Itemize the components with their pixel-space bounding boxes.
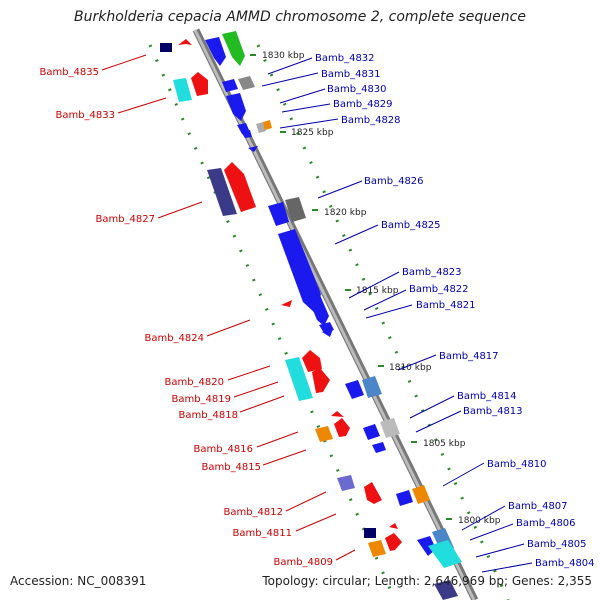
gene-label[interactable]: Bamb_4827 xyxy=(95,214,155,225)
gene-4828b[interactable] xyxy=(248,146,258,152)
gene-label[interactable]: Bamb_4822 xyxy=(409,284,469,295)
gene-4809-orange[interactable] xyxy=(368,540,386,557)
gene-4805[interactable] xyxy=(434,580,458,600)
forward-genes xyxy=(160,39,402,557)
gene-4826-gray[interactable] xyxy=(285,197,306,222)
gene-label[interactable]: Bamb_4813 xyxy=(463,406,523,417)
gene-label[interactable]: Bamb_4816 xyxy=(193,444,253,455)
gene-4832-green[interactable] xyxy=(222,31,245,66)
reverse-genes xyxy=(205,31,462,600)
scale-ticks: 1830 kbp 1825 kbp 1820 kbp 1815 kbp 1810… xyxy=(250,51,501,526)
gene-label[interactable]: Bamb_4804 xyxy=(535,558,595,569)
gene-4817-steel[interactable] xyxy=(362,376,382,398)
gene-4817-blue[interactable] xyxy=(345,380,364,399)
gene-4819[interactable] xyxy=(312,368,330,393)
gene-4825[interactable] xyxy=(278,229,321,314)
gene-4828-orange[interactable] xyxy=(263,120,272,130)
gene-4813[interactable] xyxy=(372,442,386,453)
gene-4810-orange[interactable] xyxy=(412,485,430,504)
gene-label[interactable]: Bamb_4809 xyxy=(273,557,333,568)
left-callouts xyxy=(101,54,356,561)
outer-tracks xyxy=(148,44,510,600)
gene-label[interactable]: Bamb_4828 xyxy=(341,115,401,126)
tick-label: 1830 kbp xyxy=(262,51,305,61)
gene-4823[interactable] xyxy=(308,295,329,326)
topology-text: Topology: circular; Length: 2,646,969 bp… xyxy=(262,574,592,588)
gene-label[interactable]: Bamb_4817 xyxy=(439,351,499,362)
gene-4816-orange[interactable] xyxy=(315,426,333,442)
gene-4835[interactable] xyxy=(160,43,172,52)
gene-label[interactable]: Bamb_4812 xyxy=(223,507,283,518)
tick-label: 1825 kbp xyxy=(291,128,334,138)
gene-label[interactable]: Bamb_4826 xyxy=(364,176,424,187)
gene-label[interactable]: Bamb_4832 xyxy=(315,53,375,64)
gene-4826-blue[interactable] xyxy=(268,202,289,226)
gene-label[interactable]: Bamb_4811 xyxy=(232,528,292,539)
gene-4833-cyan[interactable] xyxy=(173,78,192,102)
gene-label[interactable]: Bamb_4825 xyxy=(381,220,441,231)
gene-4828-gray[interactable] xyxy=(256,122,266,133)
gene-4815[interactable] xyxy=(331,411,344,417)
gene-4831-blue[interactable] xyxy=(222,79,238,92)
gene-4831-gray[interactable] xyxy=(238,76,255,90)
gene-label[interactable]: Bamb_4831 xyxy=(321,69,381,80)
gene-label[interactable]: Bamb_4805 xyxy=(527,539,587,550)
gene-label[interactable]: Bamb_4818 xyxy=(178,410,238,421)
gene-label[interactable]: Bamb_4821 xyxy=(416,300,476,311)
gene-4824[interactable] xyxy=(281,300,292,307)
right-gene-labels: Bamb_4832 Bamb_4831 Bamb_4830 Bamb_4829 … xyxy=(315,53,595,569)
gene-label[interactable]: Bamb_4823 xyxy=(402,267,462,278)
gene-label[interactable]: Bamb_4806 xyxy=(516,518,576,529)
gene-4820-red[interactable] xyxy=(302,350,322,372)
gene-4807-blue[interactable] xyxy=(417,536,436,556)
gene-4808[interactable] xyxy=(389,523,398,529)
gene-label[interactable]: Bamb_4820 xyxy=(164,377,224,388)
gene-label[interactable]: Bamb_4824 xyxy=(144,333,204,344)
accession-text: Accession: NC_008391 xyxy=(10,574,147,588)
gene-4816-red[interactable] xyxy=(334,418,350,437)
gene-label[interactable]: Bamb_4807 xyxy=(508,501,568,512)
map-title: Burkholderia cepacia AMMD chromosome 2, … xyxy=(74,9,526,25)
gene-label[interactable]: Bamb_4815 xyxy=(201,462,261,473)
gene-label[interactable]: Bamb_4835 xyxy=(39,67,99,78)
gene-label[interactable]: Bamb_4814 xyxy=(457,391,517,402)
gene-4827-slate[interactable] xyxy=(207,168,237,216)
right-outer-track xyxy=(256,44,510,600)
gene-label[interactable]: Bamb_4810 xyxy=(487,459,547,470)
left-gene-labels: Bamb_4835 Bamb_4833 Bamb_4827 Bamb_4824 … xyxy=(39,67,333,568)
gene-4814-gray[interactable] xyxy=(380,418,400,438)
gene-4830[interactable] xyxy=(226,93,246,121)
gene-4809-navy[interactable] xyxy=(364,528,376,538)
right-callouts xyxy=(261,57,533,573)
gene-4812[interactable] xyxy=(337,475,355,491)
tick-label: 1815 kbp xyxy=(356,286,399,296)
gene-4832-blue[interactable] xyxy=(205,37,226,66)
tick-label: 1805 kbp xyxy=(423,439,466,449)
gene-4835b[interactable] xyxy=(178,39,192,45)
gene-label[interactable]: Bamb_4833 xyxy=(55,110,115,121)
gene-label[interactable]: Bamb_4829 xyxy=(333,99,393,110)
gene-label[interactable]: Bamb_4830 xyxy=(327,84,387,95)
gene-4827-red[interactable] xyxy=(224,162,256,212)
tick-label: 1800 kbp xyxy=(458,516,501,526)
gene-4820-cyan[interactable] xyxy=(285,357,313,401)
gene-4829b[interactable] xyxy=(241,130,252,138)
gene-label[interactable]: Bamb_4819 xyxy=(171,394,231,405)
gene-4821[interactable] xyxy=(322,329,333,337)
gene-4809-red[interactable] xyxy=(385,533,402,551)
gene-4811[interactable] xyxy=(364,482,382,504)
gene-4810-blue[interactable] xyxy=(396,490,413,506)
tick-label: 1820 kbp xyxy=(324,208,367,218)
tick-label: 1810 kbp xyxy=(389,363,432,373)
gene-4806[interactable] xyxy=(428,540,462,568)
gene-4833-red[interactable] xyxy=(191,72,208,96)
gene-4814-blue[interactable] xyxy=(363,424,380,440)
